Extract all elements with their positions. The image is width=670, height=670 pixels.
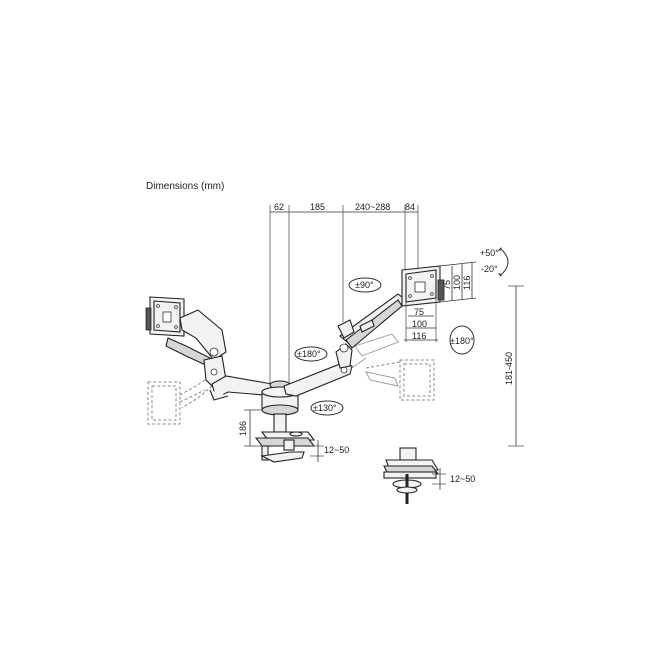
dim-185: 185 <box>310 202 325 212</box>
rotation-base: ±130° <box>310 400 344 416</box>
vesa-side-dims: 75 100 116 <box>439 261 477 303</box>
vesa-bottom-75: 75 <box>414 307 424 317</box>
dim-84: 84 <box>405 202 415 212</box>
vesa-bottom-dims: 75 100 116 <box>404 298 438 342</box>
tilt-arrow-down <box>498 273 502 277</box>
ghost-left-monitor <box>147 377 213 425</box>
rotation-130-label: ±130° <box>313 403 337 413</box>
diagram-title: Dimensions (mm) <box>146 181 224 192</box>
right-upper-arm <box>335 293 407 369</box>
clamp-thickness-1-label: 12~50 <box>324 445 349 455</box>
vesa-bottom-100: 100 <box>412 319 427 329</box>
tilt-up-label: +50° <box>480 248 499 258</box>
rotation-arm-joint: ±180° <box>294 346 328 362</box>
tilt-arrow-up <box>498 247 502 251</box>
tilt-indicator: +50° -20° <box>480 247 509 277</box>
dim-62: 62 <box>274 202 284 212</box>
clamp-thickness-dim-2: 12~50 <box>432 468 475 490</box>
vesa-side-100: 100 <box>452 275 462 290</box>
right-monitor-plate <box>401 265 445 307</box>
clamp-thickness-dim-1: 12~50 <box>310 440 349 462</box>
rotation-180-head-label: ±180° <box>450 336 474 346</box>
vesa-bottom-116: 116 <box>412 331 426 341</box>
grommet-mount <box>383 447 440 504</box>
right-lower-arm <box>283 363 353 397</box>
vesa-side-75: 75 <box>442 280 452 290</box>
height-range-label: 181-450 <box>504 352 514 385</box>
height-range-dim: 181-450 <box>504 285 524 447</box>
top-dimension-line: 62 185 240~288 84 <box>269 202 419 395</box>
base-height-label: 186 <box>238 421 248 436</box>
rotation-tilt-head: ±90° <box>348 277 382 293</box>
rotation-swivel-head: ±180° <box>449 325 475 355</box>
rotation-90-label: ±90° <box>355 280 374 290</box>
tilt-down-label: -20° <box>481 264 498 274</box>
left-clamp <box>254 431 316 463</box>
left-monitor-plate <box>145 296 185 337</box>
clamp-thickness-2-label: 12~50 <box>450 474 475 484</box>
vesa-side-116: 116 <box>462 276 472 290</box>
base-height-dim: 186 <box>238 409 262 447</box>
rotation-180-arm-label: ±180° <box>297 349 321 359</box>
dim-240-288: 240~288 <box>355 202 390 212</box>
